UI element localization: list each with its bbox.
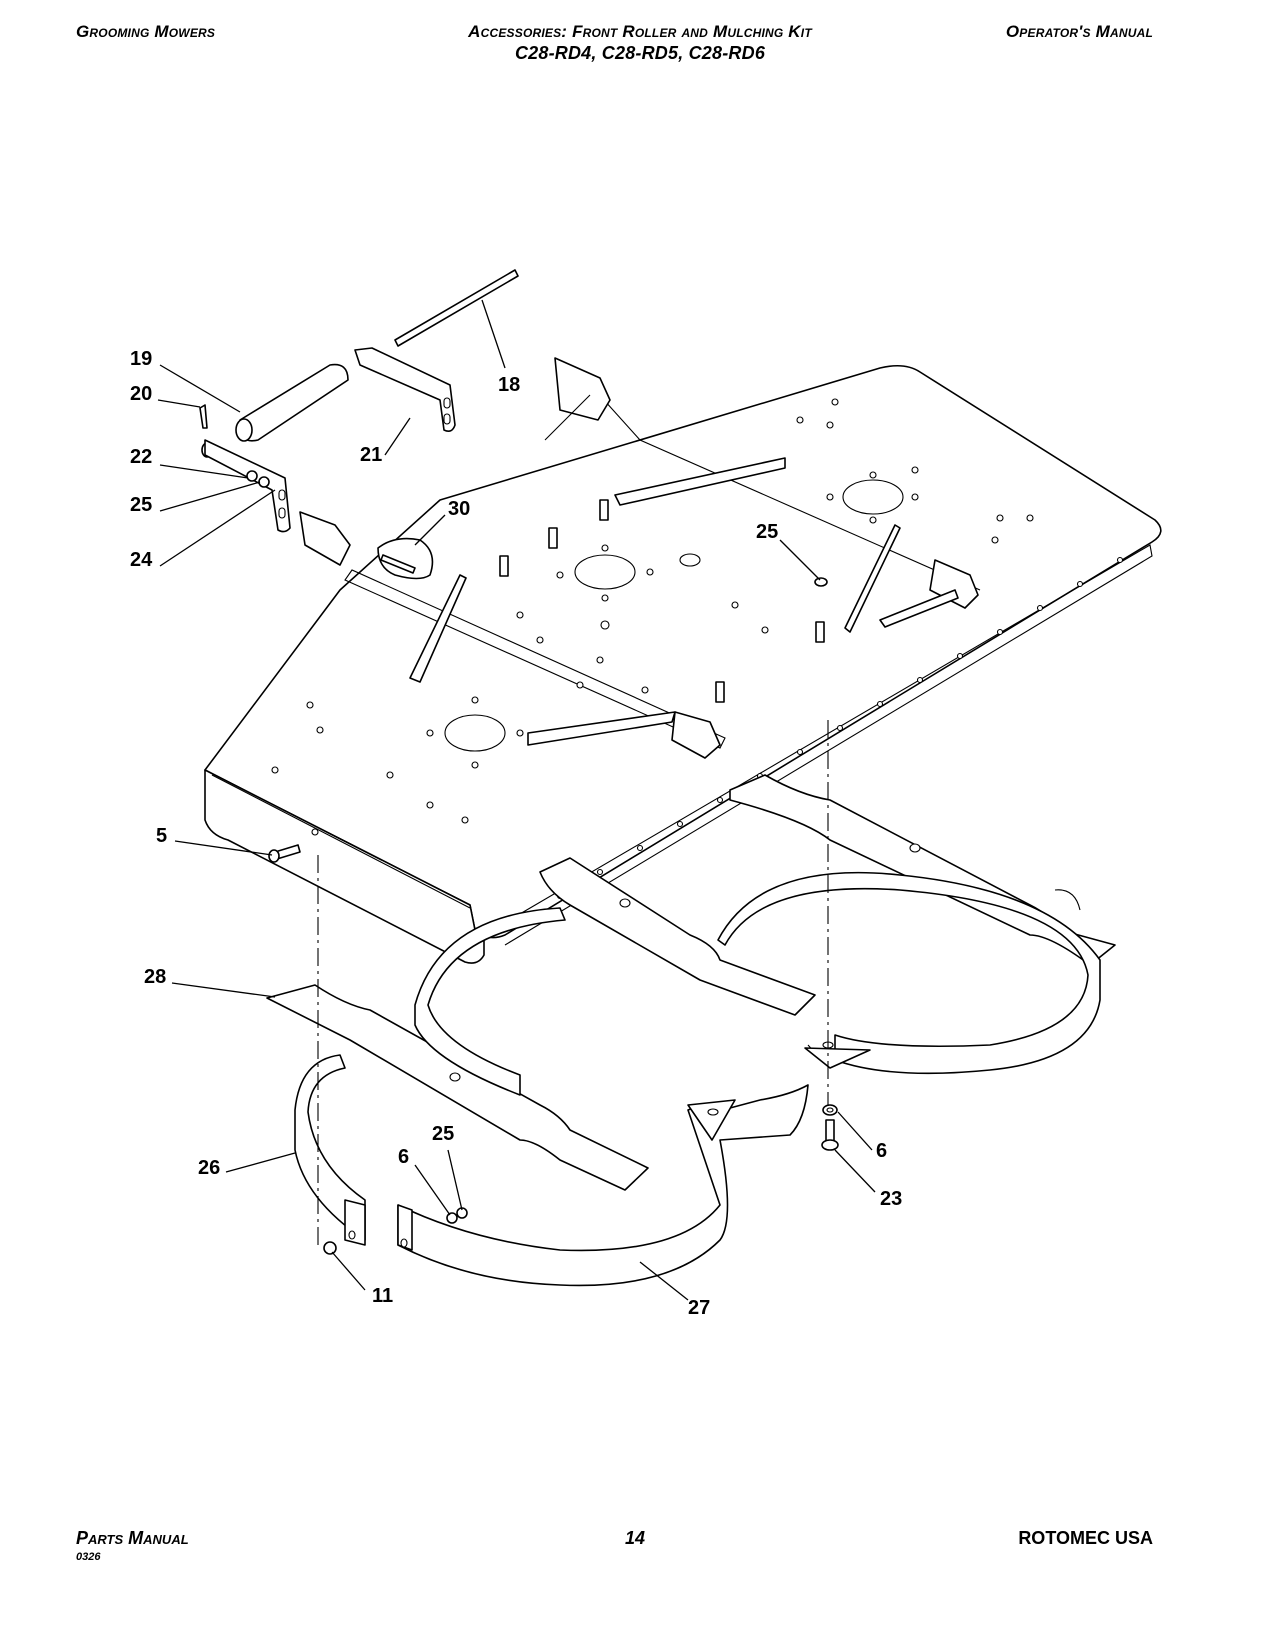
callout-26: 26 xyxy=(198,1157,220,1179)
front-roller-assembly xyxy=(199,269,519,533)
callout-18: 18 xyxy=(498,374,520,396)
callout-24: 24 xyxy=(130,549,153,571)
footer-left-title: Parts Manual xyxy=(76,1528,189,1548)
callout-5: 5 xyxy=(156,825,167,847)
callout-11: 11 xyxy=(372,1285,393,1307)
mower-deck xyxy=(204,357,1162,964)
callout-27: 27 xyxy=(688,1297,710,1319)
callout-6-left: 6 xyxy=(398,1146,409,1168)
callout-25-ring: 25 xyxy=(432,1123,454,1145)
callout-28: 28 xyxy=(144,966,166,988)
callout-21: 21 xyxy=(360,444,382,466)
leader-lines xyxy=(157,299,876,1301)
callout-23: 23 xyxy=(880,1188,902,1210)
header-left-title: Grooming Mowers xyxy=(76,22,216,41)
header-right-title: Operator's Manual xyxy=(1005,22,1153,41)
alignment-lines xyxy=(317,720,829,1245)
header-center-title: Accessories: Front Roller and Mulching K… xyxy=(340,22,940,64)
footer-code: 0326 xyxy=(76,1551,101,1563)
page-number: 14 xyxy=(624,1528,646,1548)
callout-6-right: 6 xyxy=(876,1140,887,1162)
callout-19: 19 xyxy=(130,348,152,370)
header-center-line1: Accessories: Front Roller and Mulching K… xyxy=(468,22,812,41)
exploded-parts-diagram: 19 20 22 25 24 21 18 30 25 5 28 26 6 25 … xyxy=(130,269,1162,1319)
bolt-5 xyxy=(268,828,319,863)
callout-labels: 19 20 22 25 24 21 18 30 25 5 28 26 6 25 … xyxy=(130,348,902,1319)
mulching-baffle-rings xyxy=(294,871,1101,1287)
fastener-hardware xyxy=(323,1104,839,1255)
callout-30: 30 xyxy=(448,498,470,520)
mulching-blades xyxy=(266,774,1116,1191)
callout-20: 20 xyxy=(130,383,152,405)
callout-25-deck: 25 xyxy=(756,521,778,543)
callout-25-roller: 25 xyxy=(130,494,152,516)
header-center-line2: C28-RD4, C28-RD5, C28-RD6 xyxy=(514,43,766,63)
footer-brand: ROTOMEC USA xyxy=(1018,1528,1153,1548)
callout-22: 22 xyxy=(130,446,152,468)
part-30-clip xyxy=(377,537,434,580)
